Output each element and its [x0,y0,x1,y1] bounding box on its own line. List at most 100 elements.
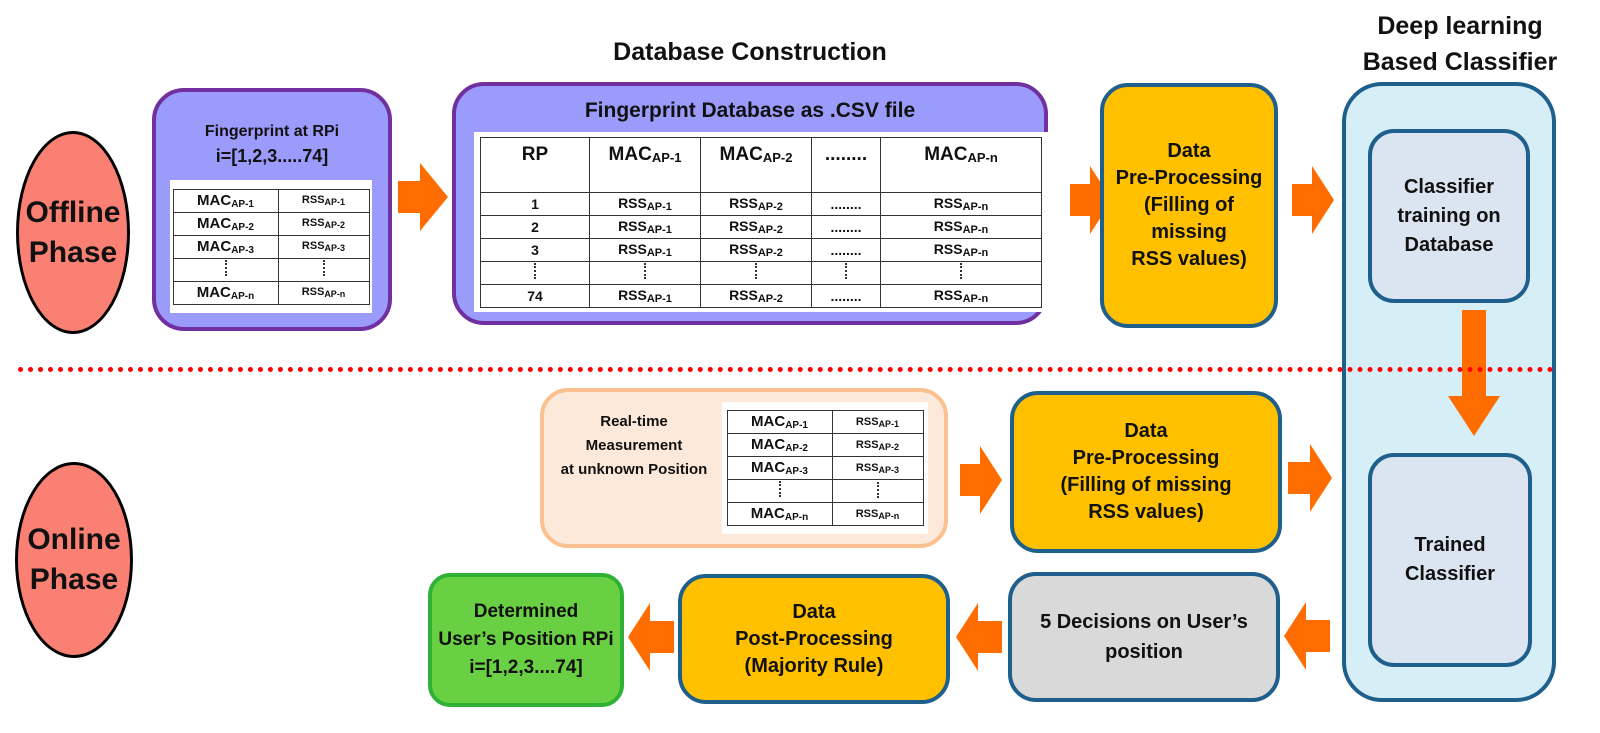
cell-label: RSS [618,194,647,211]
mac-sub: AP-1 [785,420,808,431]
mac-label: MAC [750,505,785,522]
rss-cell: ........ [811,283,881,308]
cls-trained-line-2: Classifier [1404,563,1496,585]
result-line-1: Determined [473,601,579,622]
header-label: MAC [608,143,652,165]
cell-label: RSS [729,194,758,211]
rp-cell: 1 [480,191,590,216]
rp-cell: 74 [480,283,590,308]
mac-cell: MACAP-1 [726,410,833,434]
cell-sub: AP-2 [757,223,783,236]
rss-cell: ........ [811,191,881,216]
cell-label: ........ [830,218,862,235]
arrow-left-3 [628,603,674,671]
cell-sub: AP-1 [646,246,672,259]
cls-trained-line-1: Trained [1414,534,1486,556]
rss-cell: RSSAP-1 [831,410,924,434]
mac-cell: MACAP-n [172,280,279,305]
mac-cell: MACAP-1 [172,188,279,213]
rss-cell: RSSAP-2 [700,283,812,308]
ellipsis-row [480,260,1042,285]
rss-sub: AP-n [324,289,346,299]
cell-label: RSS [618,286,647,303]
mac-sub: AP-n [230,290,255,302]
cell-label: RSS [933,217,963,234]
rss-cell [831,479,924,503]
ellipsis-cell [811,260,881,285]
mac-sub: AP-n [784,512,809,523]
mac-cell: MACAP-3 [726,456,833,480]
offline-phase-label-2: Phase [28,235,118,269]
rss-cell: RSSAP-n [277,280,370,305]
cell-sub: AP-n [962,292,989,305]
rss-label: RSS [855,438,879,451]
cell-sub: AP-2 [757,246,783,259]
header-cell: ........ [811,136,881,193]
rss-cell [277,257,370,282]
cell-label: RSS [729,286,758,303]
result-line-3: i=[1,2,3....74] [469,657,583,678]
rss-label: RSS [301,286,325,298]
rss-sub: AP-n [878,510,900,521]
rss-sub: AP-1 [324,197,346,207]
rss-cell: RSSAP-1 [589,237,701,262]
vertical-ellipsis [876,481,879,498]
rss-cell: RSSAP-n [880,214,1042,239]
cell-sub: AP-1 [646,200,672,213]
cell-label: RSS [618,240,647,257]
offline-pre-line-3: (Filling of [1144,194,1234,216]
cell-sub: AP-1 [646,292,672,305]
mac-cell [172,257,279,282]
mac-cell: MACAP-2 [726,433,833,457]
header-cell: RP [480,136,590,193]
database-title: Fingerprint Database as .CSV file [584,99,916,122]
rss-cell: RSSAP-2 [831,433,924,457]
rss-label: RSS [301,240,325,252]
classifier-title-line-1: Deep learning [1377,12,1543,40]
mac-label: MAC [751,413,786,430]
rss-sub: AP-2 [324,220,346,230]
rss-cell: RSSAP-1 [589,283,701,308]
arrow-right-1 [398,163,450,231]
realtime-lines-line-3: at unknown Position [560,461,708,478]
cell-label: RSS [618,217,647,234]
header-cell: MACAP-1 [589,136,701,193]
mac-cell: MACAP-n [726,502,833,526]
rss-cell: RSSAP-2 [700,191,812,216]
cell-label: RSS [729,217,758,234]
offline-phase-oval: Offline Phase [16,131,130,334]
rss-sub: AP-3 [324,243,346,253]
rss-label: RSS [855,507,879,520]
rss-label: RSS [301,217,325,229]
rp-cell: 3 [480,237,590,262]
cell-label: RSS [729,240,758,257]
arrow-left-1 [1284,602,1330,670]
rss-sub: AP-1 [878,418,900,429]
rss-cell: RSSAP-n [880,237,1042,262]
decisions-line-1: 5 Decisions on User’s [1040,611,1248,633]
cell-label: RSS [933,286,963,303]
cls-train-line-3: Database [1404,233,1494,256]
mac-label: MAC [197,237,232,255]
fingerprint-rpi-title-2: i=[1,2,3.....74] [215,146,329,166]
arrow-right-4 [960,446,1004,514]
mac-label: MAC [197,191,232,209]
cell-sub: AP-n [962,223,989,236]
rss-cell: RSSAP-1 [589,214,701,239]
mac-label: MAC [197,214,232,232]
phase-divider [18,367,1554,372]
arrow-right-2 [1070,166,1114,234]
cell-sub: AP-n [962,246,989,259]
rss-sub: AP-3 [878,464,900,475]
fingerprint-rpi-box: Fingerprint at RPi i=[1,2,3.....74] MACA… [152,88,392,331]
